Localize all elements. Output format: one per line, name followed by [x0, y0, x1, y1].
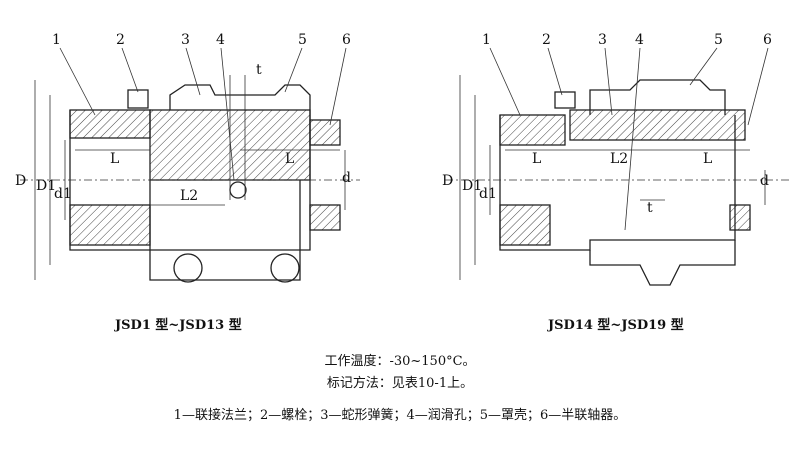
- dim-L-right: L: [285, 151, 294, 167]
- callout-1: 1: [52, 32, 61, 48]
- dim-d: d: [342, 170, 351, 186]
- lower-bolt-left: [173, 253, 203, 283]
- left-flange-top: [69, 109, 151, 139]
- callout-4: 4: [635, 32, 644, 48]
- dim-d1: d1: [479, 186, 497, 202]
- bolt: [554, 91, 576, 109]
- right-callouts: 1 2 3 4 5 6 L L2 L t D D1 d1 d: [442, 32, 772, 216]
- lower-housing: [589, 240, 736, 286]
- left-callouts: 1 2 3 4 5 6 t L L L2 D D1 d1 d: [15, 32, 351, 204]
- dim-L-left: L: [532, 151, 541, 167]
- flange-top: [499, 114, 566, 146]
- right-half-coupling-top: [309, 119, 341, 146]
- marking-note: 标记方法：见表10-1上。: [326, 376, 474, 391]
- callout-4: 4: [216, 32, 225, 48]
- dim-L2: L2: [180, 188, 198, 204]
- flange-bottom: [499, 204, 551, 246]
- dim-D: D: [442, 173, 453, 189]
- lubrication-hole: [229, 181, 247, 199]
- dim-t: t: [256, 62, 262, 78]
- callout-2: 2: [542, 32, 551, 48]
- callout-3: 3: [598, 32, 607, 48]
- dim-L-right: L: [703, 151, 712, 167]
- callout-1: 1: [482, 32, 491, 48]
- left-caption: JSD1 型~JSD13 型: [115, 318, 242, 333]
- right-half-coupling-bottom: [309, 204, 341, 231]
- temperature-note: 工作温度：-30~150°C。: [324, 354, 476, 369]
- hub-section: [569, 109, 746, 141]
- callout-5: 5: [714, 32, 723, 48]
- callout-2: 2: [116, 32, 125, 48]
- dim-d1: d1: [54, 186, 72, 202]
- left-coupling-drawing: 1 2 3 4 5 6 t L L L2 D D1 d1 d: [15, 32, 360, 283]
- dim-D1: D1: [36, 178, 56, 194]
- dim-D1: D1: [462, 178, 482, 194]
- lower-bolt-right: [270, 253, 300, 283]
- parts-legend: 1—联接法兰；2—螺栓；3—蛇形弹簧；4—润滑孔；5—罩壳；6—半联轴器。: [173, 408, 627, 423]
- left-flange-bottom: [69, 204, 151, 246]
- callout-6: 6: [763, 32, 772, 48]
- dim-d: d: [760, 173, 769, 189]
- cover-outline: [499, 79, 736, 251]
- dim-D: D: [15, 173, 26, 189]
- half-coupling-bottom: [729, 204, 751, 231]
- bolt: [127, 89, 149, 109]
- callout-3: 3: [181, 32, 190, 48]
- right-caption: JSD14 型~JSD19 型: [548, 318, 684, 333]
- dim-L2: L2: [610, 151, 628, 167]
- lower-housing: [149, 180, 301, 281]
- right-coupling-drawing: 1 2 3 4 5 6 L L2 L t D D1 d1 d: [442, 32, 790, 286]
- callout-5: 5: [298, 32, 307, 48]
- dim-L-left: L: [110, 151, 119, 167]
- dim-t: t: [647, 200, 653, 216]
- callout-6: 6: [342, 32, 351, 48]
